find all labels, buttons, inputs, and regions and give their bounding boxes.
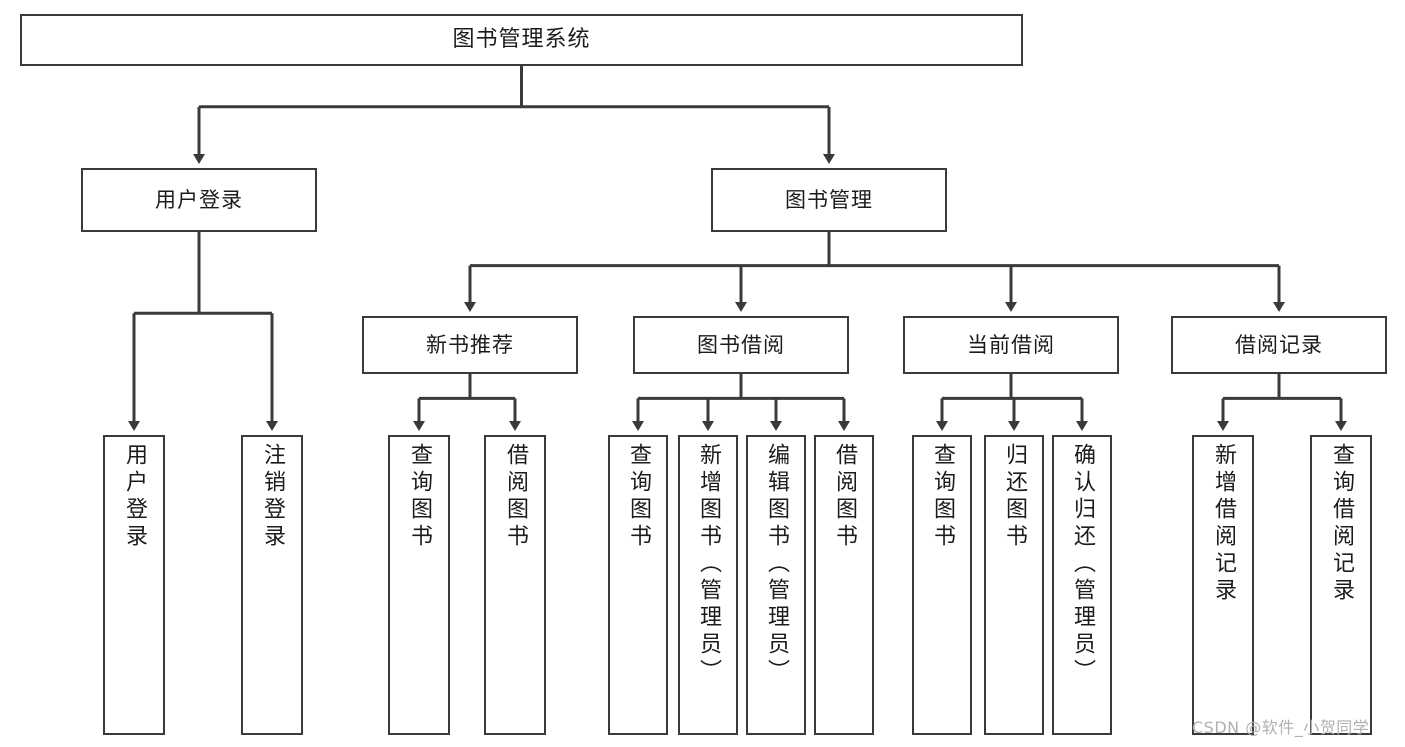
node-n-bookmgmt[interactable]: 图书管理	[711, 168, 947, 232]
node-n-record[interactable]: 借阅记录	[1171, 316, 1387, 374]
node-label: 查询图书	[930, 443, 955, 551]
node-n-login[interactable]: 用户登录	[81, 168, 317, 232]
node-n-borrow[interactable]: 图书借阅	[633, 316, 849, 374]
node-n-current[interactable]: 当前借阅	[903, 316, 1119, 374]
node-label: 用户登录	[122, 443, 147, 551]
node-l-nb-borrow[interactable]: 借阅图书	[484, 435, 546, 735]
node-label: 用户登录	[155, 187, 243, 212]
node-l-logout[interactable]: 注销登录	[241, 435, 303, 735]
node-root[interactable]: 图书管理系统	[20, 14, 1023, 66]
node-label: 归还图书	[1002, 443, 1027, 551]
node-label: 查询借阅记录	[1329, 443, 1354, 605]
node-label: 新增图书（管理员）	[696, 443, 721, 686]
node-l-rc-query[interactable]: 查询借阅记录	[1310, 435, 1372, 735]
node-label: 查询图书	[407, 443, 432, 551]
node-label: 借阅图书	[503, 443, 528, 551]
node-label: 图书管理系统	[452, 27, 591, 53]
node-l-rc-add[interactable]: 新增借阅记录	[1192, 435, 1254, 735]
node-label: 注销登录	[260, 443, 285, 551]
node-l-cu-query[interactable]: 查询图书	[912, 435, 972, 735]
node-label: 新增借阅记录	[1211, 443, 1236, 605]
node-label: 查询图书	[626, 443, 651, 551]
node-label: 图书借阅	[697, 332, 785, 357]
node-l-bk-add[interactable]: 新增图书（管理员）	[678, 435, 738, 735]
node-label: 确认归还（管理员）	[1070, 443, 1095, 686]
node-l-login[interactable]: 用户登录	[103, 435, 165, 735]
node-l-cu-return[interactable]: 归还图书	[984, 435, 1044, 735]
csdn-watermark: CSDN @软件_小贺同学	[1192, 718, 1370, 737]
node-l-bk-query[interactable]: 查询图书	[608, 435, 668, 735]
node-l-bk-borrow[interactable]: 借阅图书	[814, 435, 874, 735]
node-n-newbook[interactable]: 新书推荐	[362, 316, 578, 374]
node-label: 当前借阅	[967, 332, 1055, 357]
node-label: 借阅记录	[1235, 332, 1323, 357]
node-l-bk-edit[interactable]: 编辑图书（管理员）	[746, 435, 806, 735]
node-label: 新书推荐	[426, 332, 514, 357]
node-l-cu-confirm[interactable]: 确认归还（管理员）	[1052, 435, 1112, 735]
node-label: 图书管理	[785, 187, 873, 212]
node-l-nb-query[interactable]: 查询图书	[388, 435, 450, 735]
node-label: 编辑图书（管理员）	[764, 443, 789, 686]
node-label: 借阅图书	[832, 443, 857, 551]
